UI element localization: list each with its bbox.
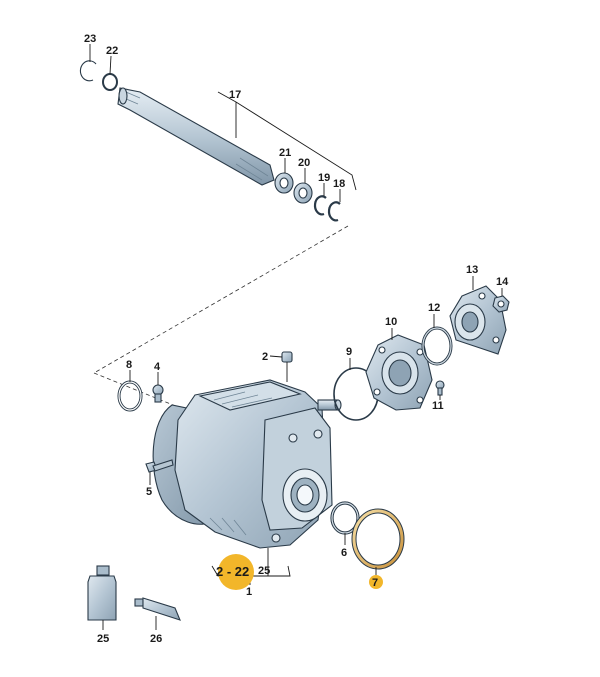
- label-group-range: 2 - 22: [216, 564, 249, 579]
- label-17: 17: [229, 89, 241, 101]
- label-1: 1: [246, 586, 252, 598]
- drive-shaft-part-17: [117, 87, 275, 186]
- label-23: 23: [84, 33, 96, 45]
- highlight-marker-7: [369, 575, 383, 589]
- label-2: 2: [262, 351, 268, 363]
- seal-part-12: [421, 326, 453, 366]
- flange-cover-part-10: [365, 334, 433, 411]
- label-22: 22: [106, 45, 118, 57]
- shaft-assembly: [79, 60, 341, 222]
- bolt-part-4: [152, 384, 164, 403]
- label-8: 8: [126, 359, 132, 371]
- output-flange-part-13: [449, 285, 507, 355]
- label-7: 7: [372, 577, 378, 589]
- label-18: 18: [333, 178, 345, 190]
- bearing-part-20: [293, 182, 313, 204]
- washer-part-22: [102, 73, 118, 91]
- label-13: 13: [466, 264, 478, 276]
- label-20: 20: [298, 157, 310, 169]
- label-10: 10: [385, 316, 397, 328]
- label-group-extra: 25: [258, 565, 270, 577]
- circlip-part-19: [313, 195, 327, 216]
- bearing-part-21: [274, 172, 294, 194]
- transfer-case-housing-part-1: [152, 379, 342, 549]
- label-26: 26: [150, 633, 162, 645]
- label-11: 11: [432, 400, 444, 412]
- bolt-part-5: [145, 459, 174, 473]
- shaft-leader-lines: [89, 44, 357, 421]
- circlip-part-23: [79, 60, 97, 82]
- label-19: 19: [318, 172, 330, 184]
- oil-bottle-part-25: [87, 565, 117, 621]
- part-labels: 23 22 17 21 20 19 18 13 14 12 10 9 2 8 4…: [84, 33, 509, 645]
- sealant-tube-part-26: [134, 597, 181, 621]
- label-12: 12: [428, 302, 440, 314]
- label-4: 4: [154, 361, 161, 373]
- label-25: 25: [97, 633, 109, 645]
- seal-ring-part-7: [351, 508, 405, 570]
- leader-lines: [102, 276, 503, 630]
- label-21: 21: [279, 147, 291, 159]
- bolt-part-11: [435, 380, 445, 396]
- circlip-part-18: [327, 201, 341, 222]
- nut-part-14: [492, 295, 510, 313]
- highlight-marker-group: [218, 554, 254, 590]
- label-5: 5: [146, 486, 152, 498]
- label-9: 9: [346, 346, 352, 358]
- plug-part-2: [281, 351, 293, 382]
- label-14: 14: [496, 276, 509, 288]
- label-6: 6: [341, 547, 347, 559]
